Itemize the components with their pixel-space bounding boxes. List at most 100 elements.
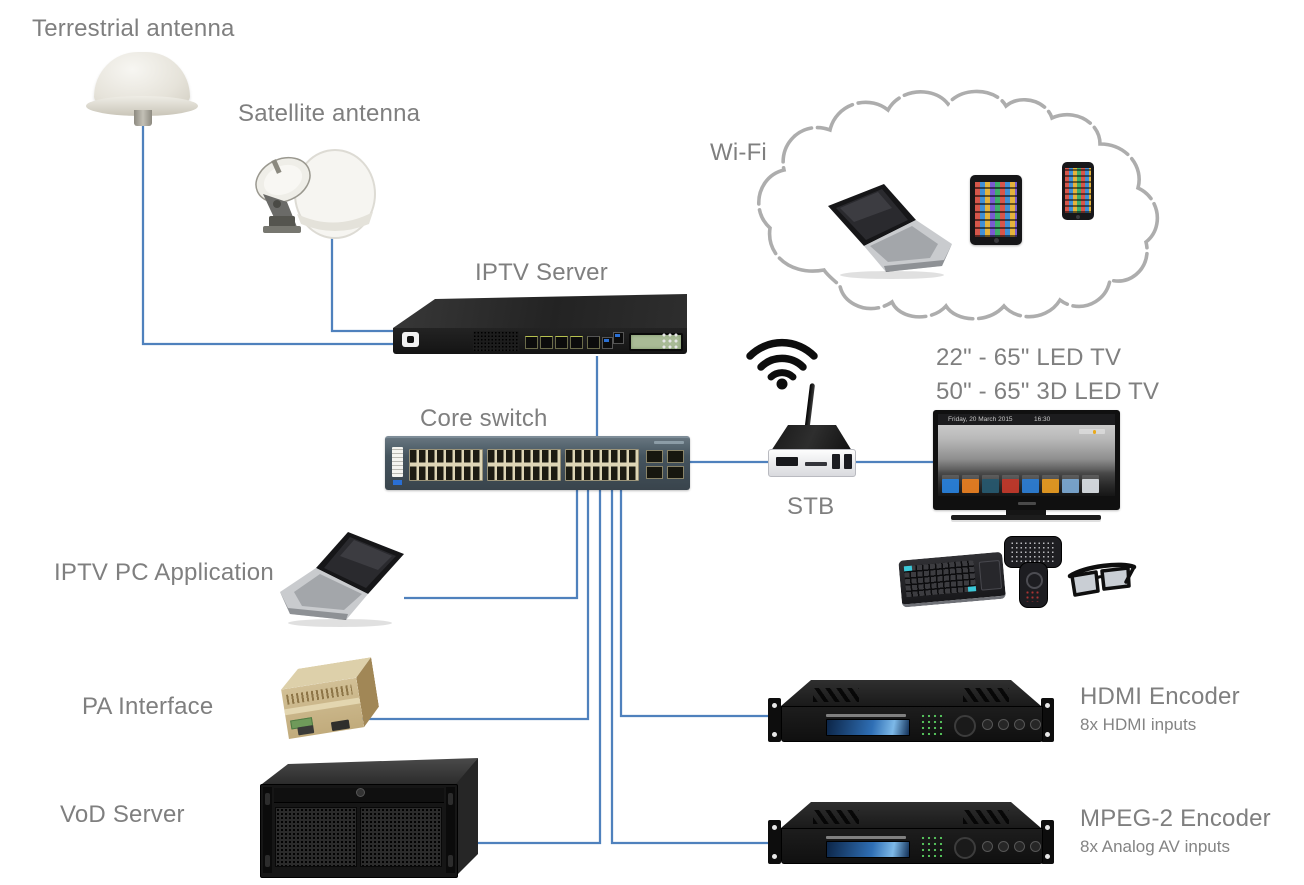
- pa-front: [281, 677, 365, 740]
- vent-slots: [963, 810, 1009, 824]
- stb-top: [771, 425, 852, 451]
- encoder-button: [1014, 841, 1025, 852]
- usb-port-icon: [613, 332, 624, 344]
- mpeg2-encoder-image: [768, 798, 1054, 870]
- phone-home-button: [1076, 215, 1080, 219]
- pa-interface-image: [278, 657, 383, 751]
- encoder-led-grid: [920, 835, 946, 857]
- remote-buttons: [1025, 590, 1041, 602]
- tv-stand-base: [951, 515, 1101, 520]
- keyboard-body: [898, 551, 1006, 608]
- encoder-chassis-top: [781, 802, 1041, 828]
- terrestrial-antenna-label: Terrestrial antenna: [32, 15, 235, 42]
- vod-lock-screw: [355, 788, 365, 797]
- pa-port: [330, 719, 351, 732]
- hdmi-encoder-image: [768, 676, 1054, 748]
- connector-satellite-to-server: [330, 224, 397, 333]
- pa-port: [297, 725, 315, 736]
- usb-port-icon: [602, 337, 613, 349]
- screw-hole: [1045, 825, 1050, 830]
- encoder-button: [982, 719, 993, 730]
- sfp-port-icon: [667, 450, 684, 463]
- encoder-front-panel: [781, 828, 1043, 864]
- server-vent-mesh: [473, 331, 519, 351]
- vod-server-label: VoD Server: [60, 801, 185, 828]
- laptop-graphic: [828, 184, 952, 279]
- usb-port-icon: [844, 454, 852, 469]
- stb-card-slot: [805, 462, 827, 466]
- tv-logo-dot: [1092, 430, 1096, 434]
- tv-app-tile: [1022, 479, 1039, 493]
- server-chassis-top: [393, 294, 687, 328]
- screw-hole: [772, 854, 777, 859]
- switch-model-text: [654, 441, 684, 444]
- tv-frame: Friday, 20 March 2015 16:30: [933, 410, 1120, 510]
- tv-app-tile: [1082, 479, 1099, 493]
- tv-app-tile: [1042, 479, 1059, 493]
- encoder-button: [982, 841, 993, 852]
- tablet-home-button: [993, 238, 999, 243]
- vod-handle: [448, 793, 453, 805]
- antenna-stem: [134, 110, 152, 126]
- connector-terrestrial-to-server: [141, 126, 397, 346]
- switch-port-bank: [409, 449, 483, 481]
- ethernet-port-icon: [555, 336, 568, 349]
- screw-hole: [772, 732, 777, 737]
- server-front-panel: [393, 328, 687, 354]
- encoder-nav-pad: [954, 837, 976, 859]
- screw-hole: [1045, 703, 1050, 708]
- keyboard-accent-key: [967, 586, 977, 592]
- vod-server-image: [260, 758, 482, 882]
- antenna-brim: [86, 96, 198, 116]
- iptv-server-image: [393, 294, 687, 356]
- led-tv-image: Friday, 20 March 2015 16:30: [933, 410, 1120, 530]
- ethernet-port-icon: [587, 336, 600, 349]
- iptv-pc-image: [270, 530, 412, 630]
- vod-handle: [265, 855, 270, 867]
- vod-handle: [265, 793, 270, 805]
- vod-front-panel: [260, 784, 458, 878]
- ethernet-port-icon: [570, 336, 583, 349]
- remote-nav-ring: [1026, 572, 1043, 589]
- vod-chassis-side: [456, 758, 478, 876]
- satellite-antenna-image: [243, 146, 377, 240]
- vod-handle: [448, 855, 453, 867]
- ethernet-port-icon: [540, 336, 553, 349]
- ethernet-port-icon: [525, 336, 538, 349]
- tv-status-bar: Friday, 20 March 2015 16:30: [938, 414, 1115, 425]
- vod-rack-rail: [263, 787, 272, 873]
- connector-switch-to-laptop: [404, 486, 579, 600]
- switch-port-bank: [487, 449, 561, 481]
- vent-slots: [813, 688, 859, 702]
- tv-stand-neck: [1006, 510, 1046, 515]
- remote-body: [1019, 562, 1048, 608]
- terrestrial-antenna-image: [86, 52, 198, 132]
- screw-hole: [772, 825, 777, 830]
- wifi-label: Wi-Fi: [710, 139, 767, 166]
- wifi-laptop-image: [820, 182, 962, 282]
- sfp-port-icon: [646, 466, 663, 479]
- core-switch-label: Core switch: [420, 405, 548, 432]
- vod-rack-rail: [446, 787, 455, 873]
- remote-key-grid: [1010, 541, 1056, 563]
- iptv-pc-label: IPTV PC Application: [54, 559, 274, 586]
- vod-mesh-panel: [360, 807, 442, 867]
- encoder-nav-pad: [954, 715, 976, 737]
- encoder-chassis-top: [781, 680, 1041, 706]
- tablet-screen: [975, 182, 1017, 237]
- tv-time: 16:30: [1034, 416, 1051, 423]
- switch-port-bank: [565, 449, 639, 481]
- laptop-graphic: [280, 532, 404, 627]
- screw-hole: [772, 703, 777, 708]
- encoder-button: [998, 719, 1009, 730]
- encoder-model-text: [826, 836, 906, 839]
- rack-ear: [1041, 698, 1054, 742]
- encoder-button: [1030, 719, 1041, 730]
- vent-slots: [963, 688, 1009, 702]
- sfp-port-icon: [667, 466, 684, 479]
- mpeg2-encoder-label: MPEG-2 Encoder: [1080, 805, 1271, 832]
- cloud-outline: [757, 89, 1160, 321]
- wifi-signal-icon: [740, 320, 824, 390]
- server-logo-icon: [402, 332, 419, 347]
- rack-ear: [1041, 820, 1054, 864]
